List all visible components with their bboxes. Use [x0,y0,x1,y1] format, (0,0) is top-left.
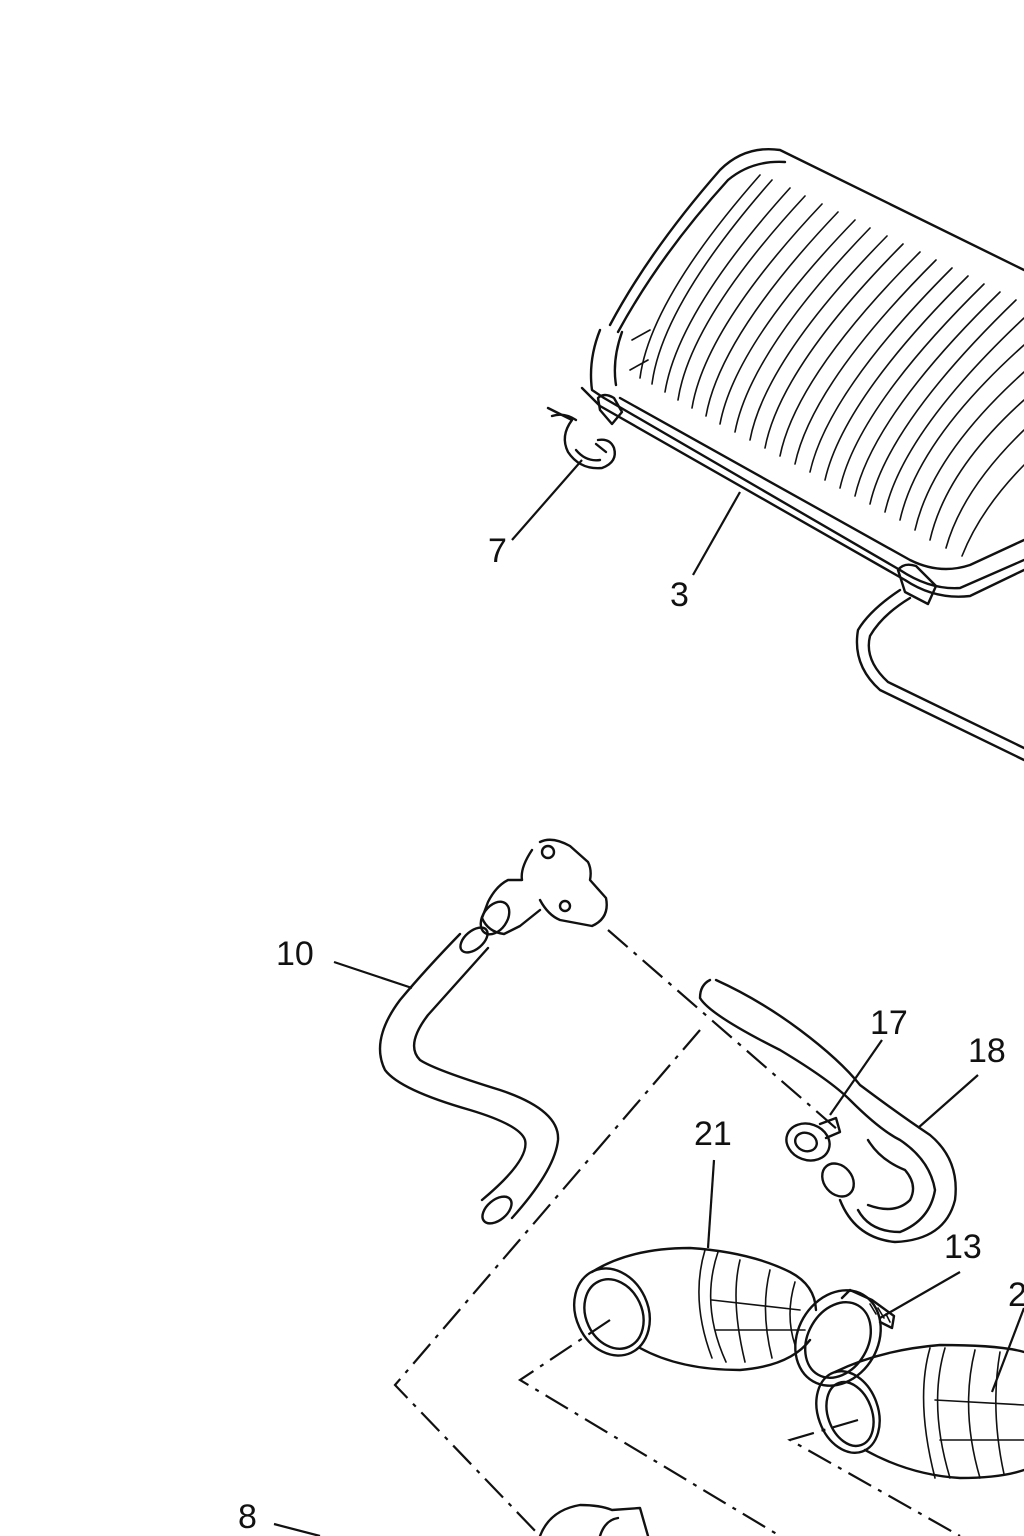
label-part-21: 21 [694,1115,732,1153]
label-part-8: 8 [238,1498,257,1536]
label-part-17: 17 [870,1004,908,1042]
elbow-fitting [479,838,608,936]
callout-labels: 7 3 10 17 18 21 13 2 8 [238,532,1024,1536]
clamp-part-13 [794,1288,896,1387]
label-part-3: 3 [670,576,689,614]
label-part-10: 10 [276,935,314,973]
case-ribs [629,174,1024,557]
joint-part-2x [815,1343,1024,1480]
hose-part-18 [698,978,957,1244]
part-8-fragment [538,1503,650,1536]
label-part-18: 18 [968,1032,1006,1070]
assembly-center-lines [393,929,961,1536]
label-part-2x: 2 [1008,1276,1024,1314]
hose-part-10 [378,926,560,1225]
joint-part-21 [573,1246,818,1372]
label-part-7: 7 [488,532,507,570]
clip-part-7 [546,406,616,470]
air-cleaner-case [580,148,1024,762]
leader-lines [273,459,1024,1536]
label-part-13: 13 [944,1228,982,1266]
